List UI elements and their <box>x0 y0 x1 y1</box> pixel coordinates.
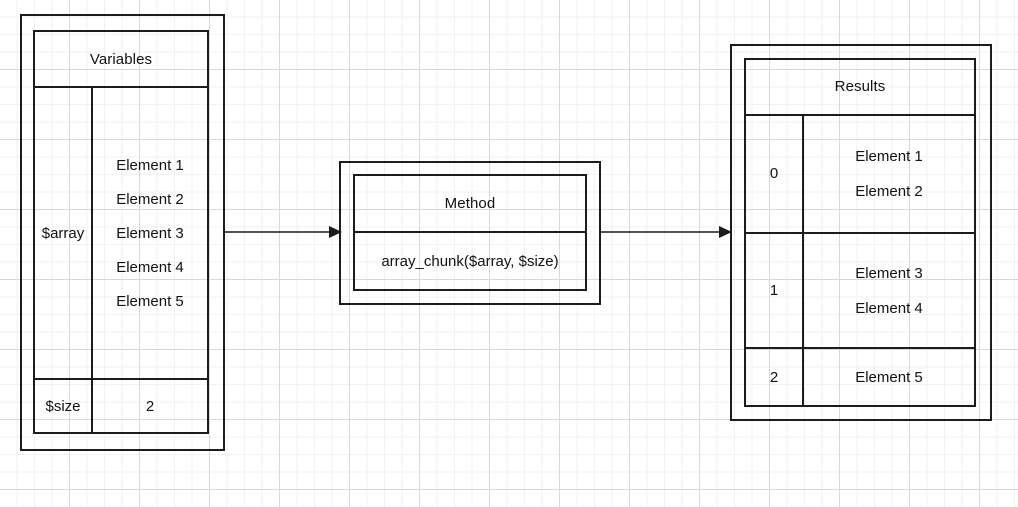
results-value-1: Element 3 Element 4 <box>804 234 974 347</box>
table-row: array_chunk($array, $size) <box>355 233 585 289</box>
list-item: 2 <box>145 397 155 415</box>
table-row: 1 Element 3 Element 4 <box>746 232 974 348</box>
list-item: Element 1 <box>855 147 923 165</box>
method-table: Method array_chunk($array, $size) <box>353 174 587 291</box>
table-row: $array Element 1 Element 2 Element 3 Ele… <box>35 88 207 378</box>
list-item: Element 1 <box>116 156 184 174</box>
arrow-method-to-results <box>599 226 732 238</box>
table-row: 0 Element 1 Element 2 <box>746 115 974 232</box>
list-item: Element 5 <box>855 368 923 386</box>
results-key-1: 1 <box>746 234 804 348</box>
variables-value-size: 2 <box>93 380 207 432</box>
variables-key-array: $array <box>35 88 93 378</box>
list-item: Element 4 <box>855 299 923 317</box>
arrow-variables-to-method <box>224 226 342 238</box>
results-key-2: 2 <box>746 349 804 405</box>
variables-table: Variables $array Element 1 Element 2 Ele… <box>33 30 209 434</box>
list-item: Element 2 <box>116 190 184 208</box>
results-value-0: Element 1 Element 2 <box>804 116 974 232</box>
variables-key-size: $size <box>35 380 93 432</box>
results-title: Results <box>746 60 974 116</box>
method-signature: array_chunk($array, $size) <box>381 252 559 270</box>
variables-value-array: Element 1 Element 2 Element 3 Element 4 … <box>93 88 207 378</box>
method-title: Method <box>355 176 585 233</box>
results-key-0: 0 <box>746 115 804 232</box>
method-outer-frame <box>339 161 601 305</box>
results-value-2: Element 5 <box>804 349 974 405</box>
list-item: Element 3 <box>116 224 184 242</box>
list-item: Element 4 <box>116 258 184 276</box>
table-row: $size 2 <box>35 378 207 432</box>
list-item: Element 3 <box>855 264 923 282</box>
variables-title: Variables <box>35 32 207 88</box>
results-outer-frame <box>730 44 992 421</box>
results-table: Results 0 Element 1 Element 2 1 Element … <box>744 58 976 407</box>
table-row: 2 Element 5 <box>746 347 974 405</box>
list-item: Element 2 <box>855 182 923 200</box>
list-item: Element 5 <box>116 292 184 310</box>
